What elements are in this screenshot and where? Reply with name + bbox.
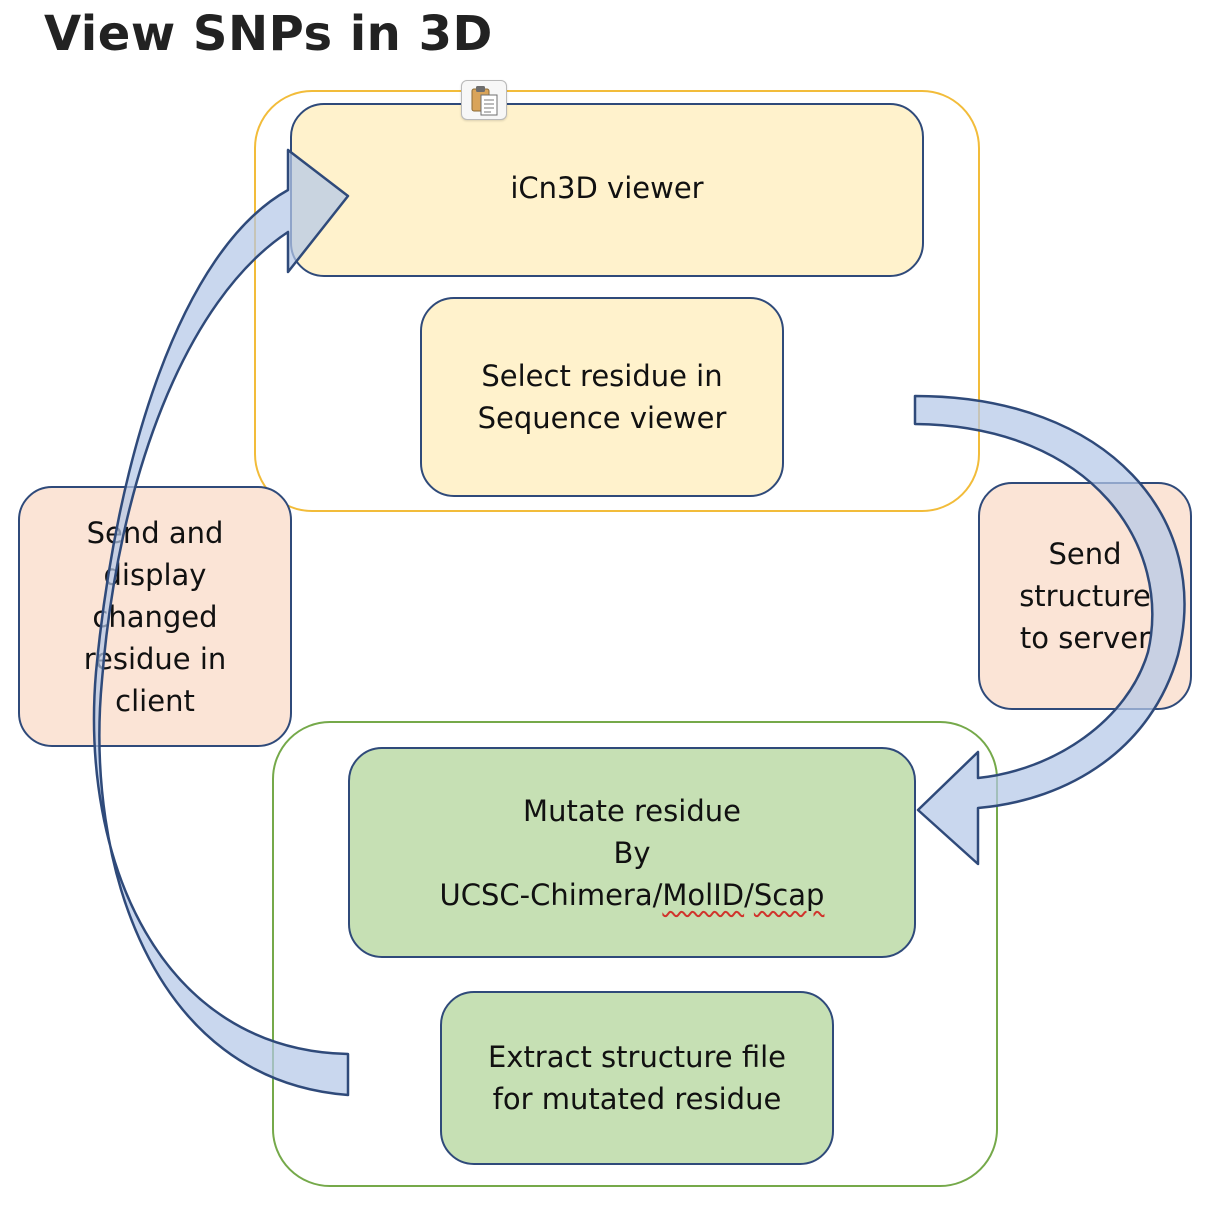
mutate-residue-line-3: UCSC-Chimera/MolID/Scap (440, 874, 825, 916)
extract-structure-line-2: for mutated residue (492, 1082, 782, 1116)
extract-structure-line-1: Extract structure file (487, 1040, 787, 1074)
send-structure-line-2: structure (1019, 579, 1151, 613)
mutate-residue-line-1: Mutate residue (523, 793, 741, 828)
send-structure-line-1: Send (1048, 537, 1122, 571)
select-residue-line-2: Sequence viewer (477, 401, 727, 435)
mutate-tool-prefix: UCSC-Chimera/ (439, 877, 663, 912)
mutate-tool-scap: Scap (753, 877, 825, 912)
send-display-line-2: display (103, 557, 207, 592)
extract-structure-box[interactable]: Extract structure file for mutated resid… (440, 991, 834, 1165)
send-display-line-4: residue in (83, 641, 227, 676)
icn3d-viewer-label: iCn3D viewer (510, 171, 704, 205)
send-display-line-3: changed (92, 599, 218, 634)
send-structure-box[interactable]: Send structure to server (978, 482, 1192, 710)
select-residue-box[interactable]: Select residue in Sequence viewer (420, 297, 784, 497)
mutate-tool-molid: MolID (662, 877, 745, 912)
icn3d-viewer-box[interactable]: iCn3D viewer (290, 103, 924, 277)
mutate-residue-line-2: By (613, 835, 651, 870)
page-title: View SNPs in 3D (44, 6, 493, 62)
mutate-tool-separator: / (744, 877, 754, 912)
mutate-residue-box[interactable]: Mutate residue By UCSC-Chimera/MolID/Sca… (348, 747, 916, 958)
select-residue-line-1: Select residue in (481, 359, 723, 393)
clipboard-paste-icon[interactable] (461, 80, 507, 120)
send-structure-line-3: to server (1019, 621, 1151, 655)
send-display-line-1: Send and (86, 515, 224, 550)
send-display-box[interactable]: Send and display changed residue in clie… (18, 486, 292, 747)
send-display-line-5: client (115, 683, 195, 718)
